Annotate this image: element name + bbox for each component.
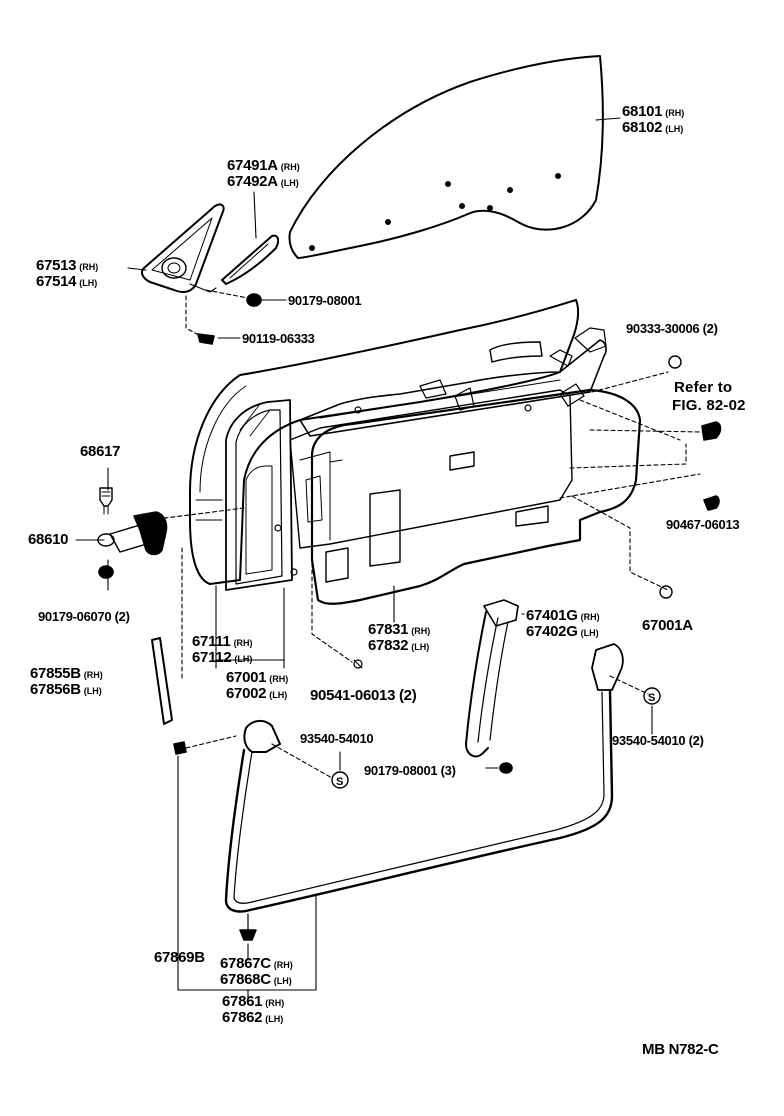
- part-93540-54010-left: 93540-54010: [300, 731, 374, 746]
- mirror-bracket: [141, 203, 225, 293]
- part-93540-54010-right: 93540-54010 (2): [612, 733, 704, 748]
- part-67401g: 67401G(RH): [526, 607, 600, 624]
- fasteners-right: [353, 421, 722, 669]
- fasteners-top: [197, 293, 682, 369]
- part-68102: 68102(LH): [622, 119, 684, 136]
- part-68101: 68101(RH): [622, 103, 685, 120]
- part-67112: 67112(LH): [192, 649, 253, 666]
- frame-molding: [465, 599, 519, 774]
- part-90541-06013: 90541-06013 (2): [310, 687, 417, 704]
- door-glass: [288, 55, 604, 259]
- part-67862: 67862(LH): [222, 1009, 284, 1026]
- part-90119-06333: 90119-06333: [242, 331, 315, 346]
- part-67856b: 67856B(LH): [30, 681, 102, 698]
- quarter-glass: [221, 234, 280, 285]
- part-67869b: 67869B: [154, 949, 205, 966]
- door-check: [97, 487, 168, 579]
- part-67111: 67111(RH): [192, 633, 253, 650]
- part-67832: 67832(LH): [368, 637, 430, 654]
- part-67001a: 67001A: [642, 617, 693, 634]
- part-90333-30006: 90333-30006 (2): [626, 321, 718, 336]
- part-67492a: 67492A(LH): [227, 173, 299, 190]
- part-67402g: 67402G(LH): [526, 623, 599, 640]
- svg-text:S: S: [336, 776, 343, 788]
- part-67491a: 67491A(RH): [227, 157, 300, 174]
- part-90179-08001-bottom: 90179-08001 (3): [364, 763, 456, 778]
- clips-s: S S: [173, 687, 661, 789]
- door-weatherstrip: [224, 643, 624, 941]
- front-weatherstrip: [151, 637, 173, 725]
- part-67514: 67514(LH): [36, 273, 98, 290]
- part-68617: 68617: [80, 443, 121, 460]
- reference-note-line1: Refer to: [674, 379, 733, 396]
- part-67861: 67861(RH): [222, 993, 285, 1010]
- part-67002: 67002(LH): [226, 685, 288, 702]
- door-trim-panel: [310, 388, 642, 605]
- figure-code: MB N782-C: [642, 1041, 719, 1058]
- part-67001: 67001(RH): [226, 669, 289, 686]
- leader-lines-top: [127, 117, 621, 339]
- leader-lines-middle: [149, 371, 703, 679]
- part-67513: 67513(RH): [36, 257, 99, 274]
- part-67867c: 67867C(RH): [220, 955, 293, 972]
- leader-lines-bottom: [177, 613, 653, 1001]
- part-68610: 68610: [28, 531, 69, 548]
- part-67831: 67831(RH): [368, 621, 431, 638]
- part-90467-06013: 90467-06013: [666, 517, 740, 532]
- door-shell: [189, 299, 607, 591]
- part-67855b: 67855B(RH): [30, 665, 103, 682]
- svg-text:S: S: [648, 692, 655, 704]
- part-67868c: 67868C(LH): [220, 971, 292, 988]
- part-90179-08001-top: 90179-08001: [288, 293, 362, 308]
- part-90179-06070: 90179-06070 (2): [38, 609, 130, 624]
- reference-note-line2: FIG. 82-02: [672, 397, 746, 414]
